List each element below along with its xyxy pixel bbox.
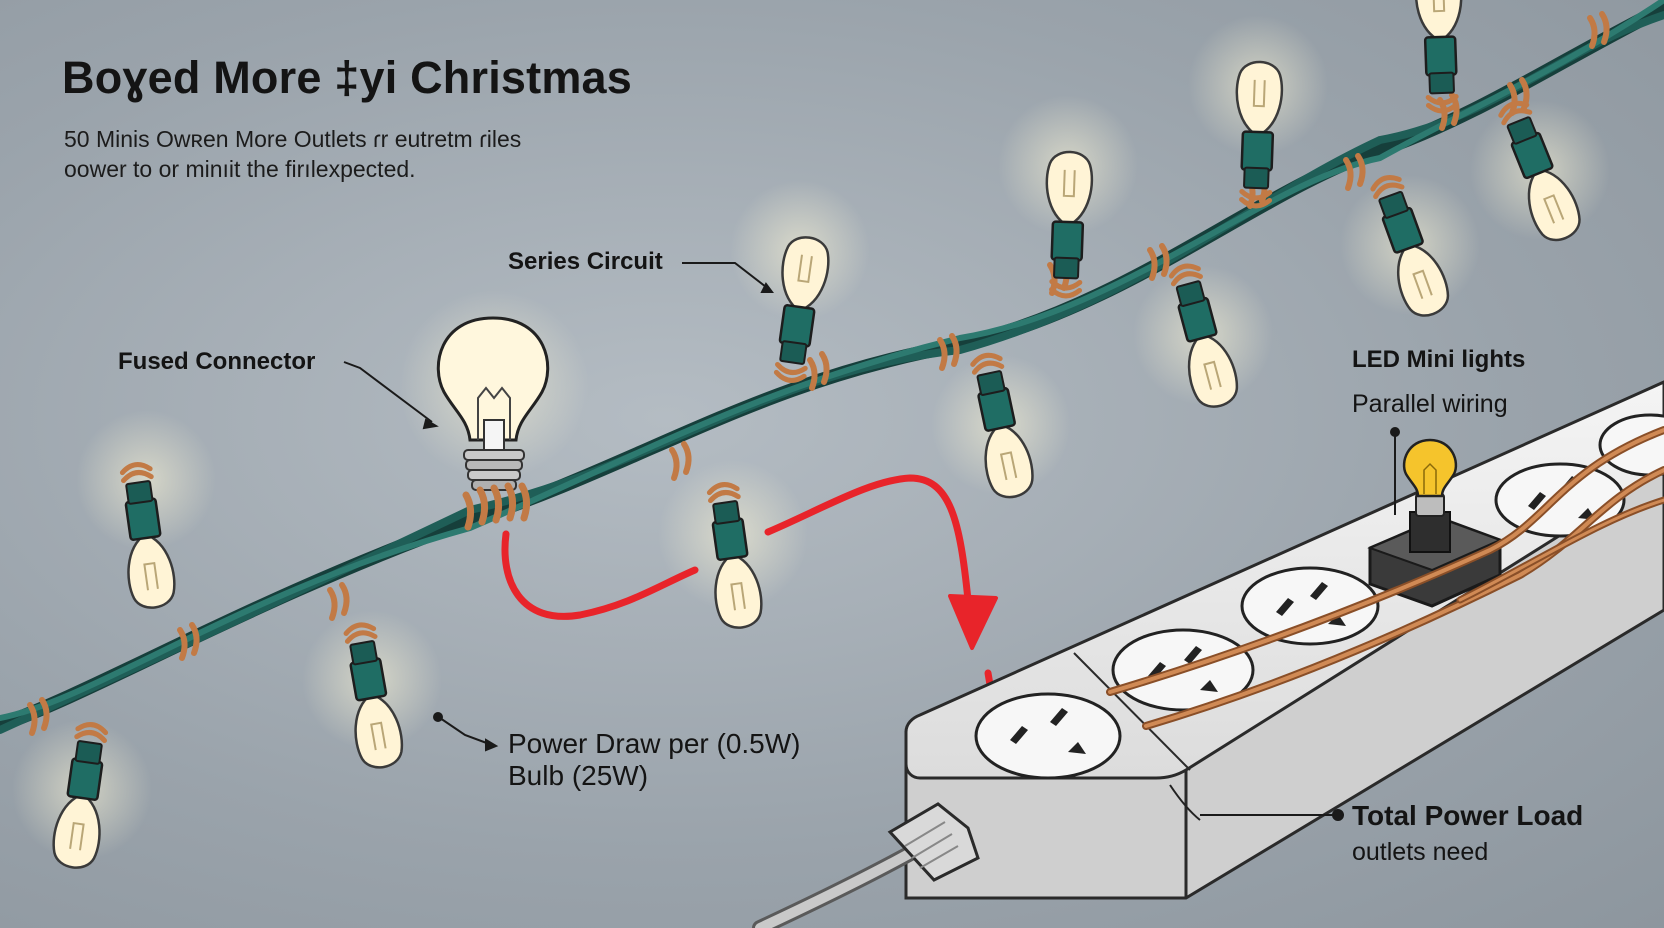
led-mini-lights-label: LED Mini lights [1352,346,1526,373]
incandescent-bulb-icon [436,316,550,531]
outlet [1240,566,1380,646]
plug-icon [752,802,980,928]
outlet [974,692,1122,780]
power-draw-label: Power Draw per (0.5W) Bulb (25W) [508,728,801,792]
outlets-need-label: outlets need [1352,838,1489,866]
total-power-load-label: Total Power Load [1352,800,1584,831]
fused-connector-label: Fused Connector [118,348,316,375]
mini-light-bulb-icon [1415,0,1465,112]
wire-string [0,0,1664,734]
power-draw-line-1: Power Draw per (0.5W) [508,728,801,759]
series-circuit-label: Series Circuit [508,248,663,275]
parallel-wiring-label: Parallel wiring [1352,390,1508,418]
parallel-wiring [1106,426,1664,730]
page-title: Boɣed More ‡yi Christmas [62,52,632,103]
leader-lines [343,262,1400,821]
subtitle-line-1: 50 Minis Owʀen More Outlets ɾr eutretm ɾ… [64,126,522,152]
power-strip-icon [904,380,1664,900]
subtitle-line-2: oower to or minıit the firılexpected. [64,156,416,182]
red-flow-arrow [501,474,1000,724]
power-draw-line-2: Bulb (25W) [508,760,649,791]
led-bulb-icon [1402,438,1458,553]
page-subtitle: 50 Minis Owʀen More Outlets ɾr eutretm ɾ… [64,124,521,184]
